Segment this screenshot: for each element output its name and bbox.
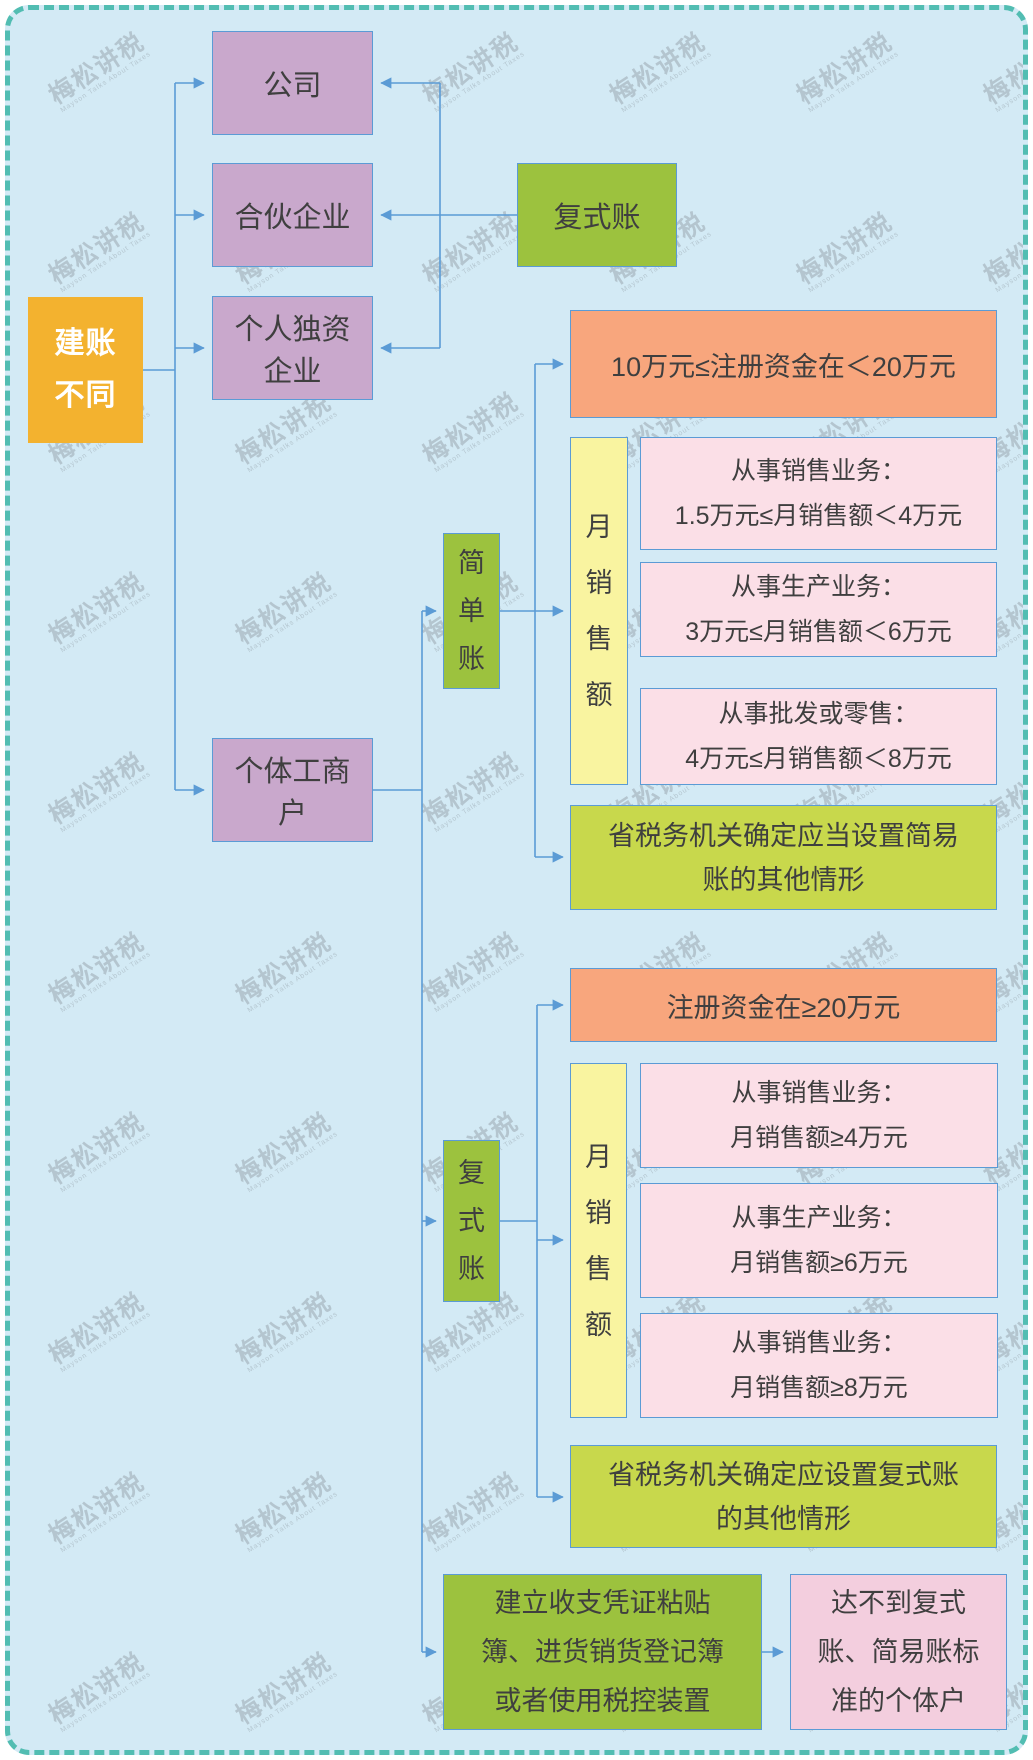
node-monthly-sales-label-1: 月销售额 [570, 437, 628, 785]
node-simple-account: 简单账 [443, 533, 500, 689]
node-condition-production-2: 从事生产业务： 月销售额≥6万元 [640, 1183, 998, 1298]
node-double-entry-account-top: 复式账 [517, 163, 677, 267]
node-condition-sales-2: 从事销售业务： 月销售额≥4万元 [640, 1063, 998, 1168]
node-fallback-target: 达不到复式 账、简易账标 准的个体户 [790, 1574, 1007, 1730]
node-ledger-fallback: 建立收支凭证粘贴 簿、进货销货登记簿 或者使用税控装置 [443, 1574, 762, 1730]
node-condition-sales-3: 从事销售业务： 月销售额≥8万元 [640, 1313, 998, 1418]
node-company: 公司 [212, 31, 373, 135]
node-root-bookkeeping-differences: 建账 不同 [28, 297, 143, 443]
node-other-cases-simple: 省税务机关确定应当设置简易 账的其他情形 [570, 805, 997, 910]
node-condition-wholesale-retail: 从事批发或零售： 4万元≤月销售额＜8万元 [640, 688, 997, 785]
node-double-entry-account-bottom: 复式账 [443, 1140, 500, 1302]
node-monthly-sales-label-2: 月销售额 [570, 1063, 627, 1418]
node-condition-production-1: 从事生产业务： 3万元≤月销售额＜6万元 [640, 562, 997, 657]
node-individual-business: 个体工商 户 [212, 738, 373, 842]
node-other-cases-double: 省税务机关确定应设置复式账 的其他情形 [570, 1445, 997, 1548]
node-capital-over-20: 注册资金在≥20万元 [570, 968, 997, 1042]
node-sole-proprietorship: 个人独资 企业 [212, 296, 373, 400]
node-condition-sales-1: 从事销售业务： 1.5万元≤月销售额＜4万元 [640, 437, 997, 550]
node-capital-10-to-20: 10万元≤注册资金在＜20万元 [570, 310, 997, 418]
node-partnership: 合伙企业 [212, 163, 373, 267]
